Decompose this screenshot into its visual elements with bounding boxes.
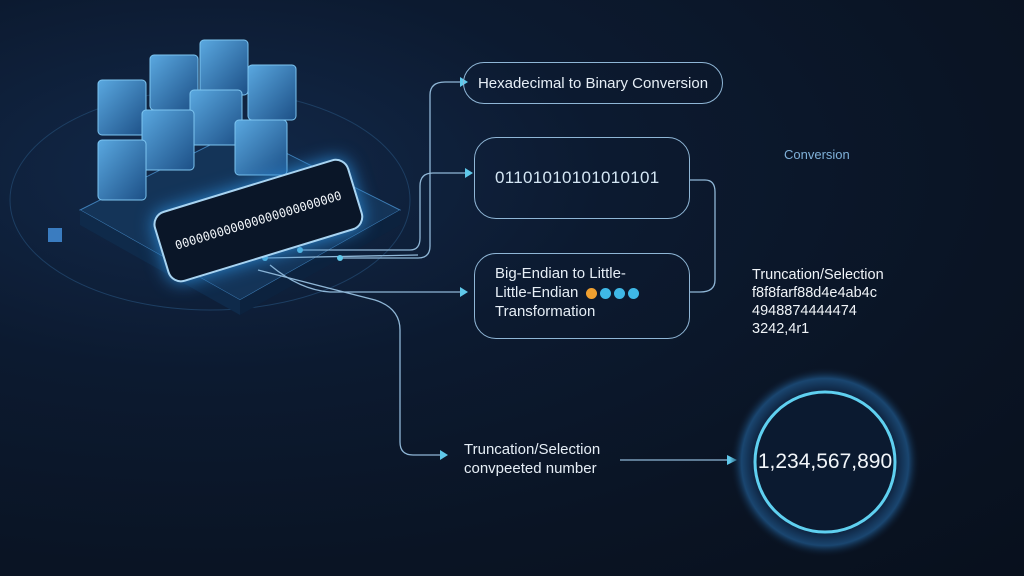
endian-line-2: Little-Endian — [495, 283, 689, 302]
conversion-label: Conversion — [784, 147, 850, 162]
connector-lines — [257, 81, 735, 461]
hex-to-binary-node: Hexadecimal to Binary Conversion — [463, 62, 723, 104]
endian-line-2-text: Little-Endian — [495, 284, 579, 301]
endian-transformation-node: Big-Endian to Little- Little-Endian Tran… — [474, 253, 690, 339]
truncation-details: Truncation/Selection f8f8farf88d4e4ab4c … — [752, 266, 884, 338]
dot-blue — [613, 287, 625, 299]
endian-line-1: Big-Endian to Little- — [495, 265, 626, 282]
truncation-line-1: f8f8farf88d4e4ab4c — [752, 285, 877, 301]
truncation-line-2: 4948874444474 — [752, 303, 857, 319]
bottom-truncation-label: Truncation/Selection convpeeted number — [464, 440, 600, 478]
dot-blue — [627, 287, 639, 299]
result-number: 1,234,567,890 — [757, 450, 893, 473]
binary-value: 01101010101010101 — [495, 168, 660, 187]
bottom-line-2: convpeeted number — [464, 460, 597, 477]
status-dots — [583, 284, 639, 301]
truncation-line-3: 3242,4r1 — [752, 321, 810, 337]
truncation-title: Truncation/Selection — [752, 267, 884, 283]
dot-orange — [585, 287, 597, 299]
binary-value-node: 01101010101010101 — [474, 137, 690, 219]
bottom-line-1: Truncation/Selection — [464, 441, 601, 458]
endian-line-3: Transformation — [495, 303, 596, 320]
result-ring — [753, 390, 897, 534]
dot-blue — [599, 287, 611, 299]
hex-to-binary-label: Hexadecimal to Binary Conversion — [477, 74, 709, 92]
